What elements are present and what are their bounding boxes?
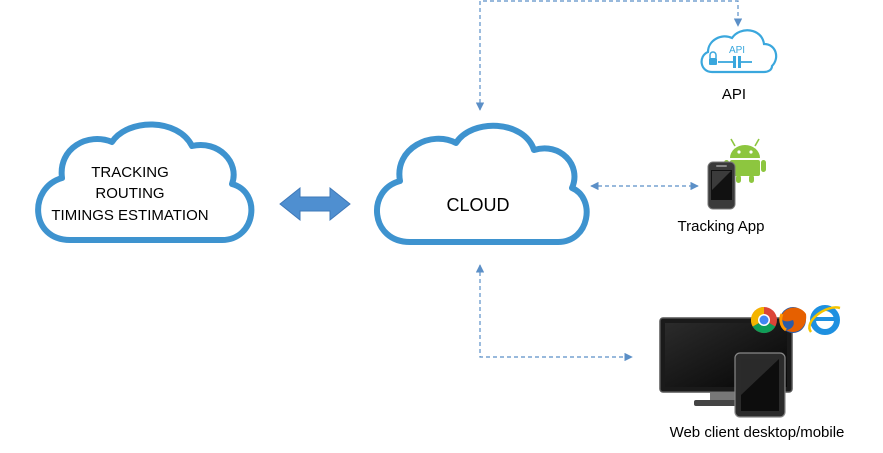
processing-line-1: TRACKING bbox=[91, 164, 169, 181]
web-client-label: Web client desktop/mobile bbox=[670, 424, 845, 441]
smartphone-icon bbox=[707, 161, 736, 210]
connector-cloud-web-client bbox=[475, 264, 633, 362]
bidirectional-arrow bbox=[279, 186, 351, 222]
central-cloud-shape bbox=[374, 122, 590, 245]
connector-cloud-api bbox=[475, 0, 743, 111]
processing-line-3: TIMINGS ESTIMATION bbox=[51, 207, 208, 224]
firefox-icon bbox=[779, 307, 807, 333]
api-cloud-icon: API bbox=[700, 29, 778, 74]
connectors bbox=[475, 0, 743, 362]
processing-cloud-shape bbox=[35, 121, 255, 243]
internet-explorer-icon bbox=[808, 305, 841, 335]
chrome-icon bbox=[750, 306, 777, 334]
api-icon-text: API bbox=[729, 45, 745, 56]
central-cloud: CLOUD bbox=[374, 122, 590, 245]
api-label: API bbox=[722, 86, 746, 103]
tablet-icon bbox=[734, 352, 786, 418]
cloud-label: CLOUD bbox=[446, 195, 509, 215]
processing-line-2: ROUTING bbox=[95, 185, 164, 202]
processing-cloud: TRACKING ROUTING TIMINGS ESTIMATION bbox=[35, 121, 255, 243]
tracking-app-label: Tracking App bbox=[678, 218, 765, 235]
